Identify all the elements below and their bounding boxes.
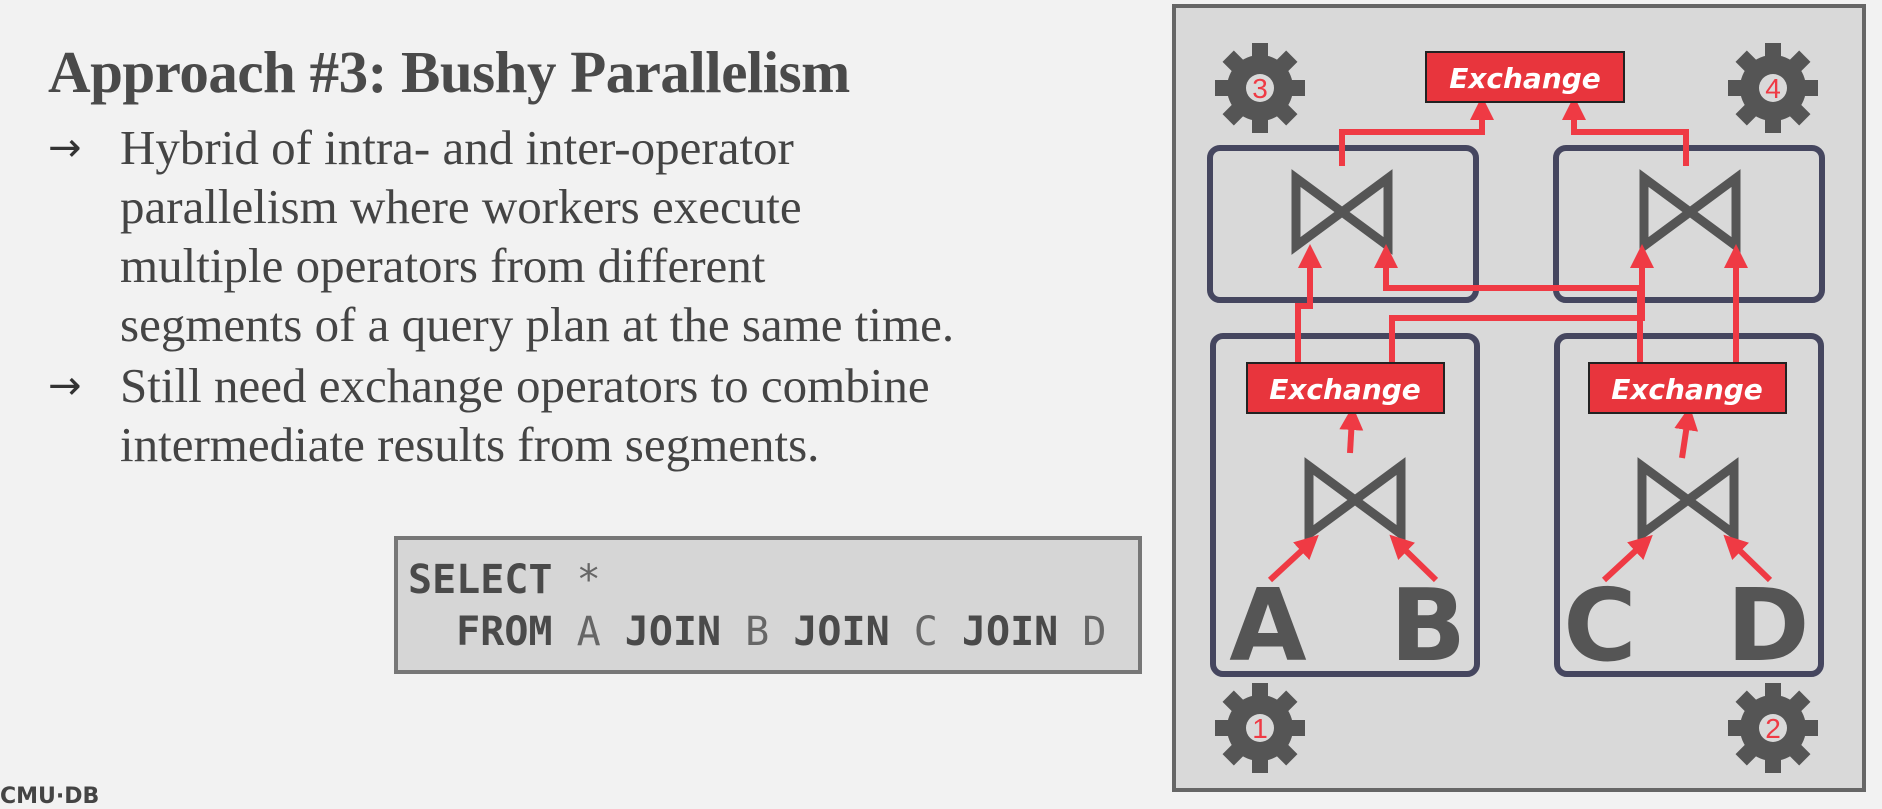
sql-keyword: FROM <box>456 609 553 655</box>
join-icon <box>1296 178 1388 246</box>
bushy-parallelism-diagram: 3 4 1 2 A B C D Exchange Excha <box>1207 43 1825 773</box>
worker-number: 4 <box>1765 73 1781 104</box>
table-label-a: A <box>1229 567 1306 684</box>
sql-table-name: D <box>1058 609 1107 655</box>
worker-box-4 <box>1553 145 1825 303</box>
sql-keyword: SELECT <box>408 557 553 603</box>
bullet-item: → Still need exchange operators to combi… <box>48 356 1048 474</box>
sql-keyword: JOIN <box>624 609 722 655</box>
exchange-operator-left: Exchange <box>1246 362 1445 414</box>
join-icon <box>1642 466 1734 534</box>
bullet-line: intermediate results from segments. <box>120 417 820 472</box>
data-flow-arrows <box>1267 96 1773 583</box>
exchange-label: Exchange <box>1269 373 1421 406</box>
exchange-operator-top: Exchange <box>1425 51 1625 103</box>
worker-number: 1 <box>1252 713 1268 744</box>
join-icon <box>1309 466 1401 534</box>
worker-box-1 <box>1210 333 1480 677</box>
sql-line-from: FROM A JOIN B JOIN C JOIN D <box>408 606 1128 658</box>
sql-table-name: B <box>721 609 794 655</box>
join-icon <box>1644 178 1736 246</box>
bullet-list: → Hybrid of intra- and inter-operator pa… <box>48 118 1048 476</box>
worker-number: 2 <box>1765 713 1781 744</box>
worker-box-3 <box>1207 145 1479 303</box>
sql-query-box: SELECT * FROM A JOIN B JOIN C JOIN D <box>394 536 1142 674</box>
bullet-line: parallelism where workers execute <box>120 179 802 234</box>
sql-star: * <box>552 557 601 603</box>
worker-box-2 <box>1554 333 1824 677</box>
sql-table-name: A <box>552 609 625 655</box>
sql-table-name: C <box>889 609 962 655</box>
sql-line-select: SELECT * <box>408 554 1128 606</box>
slide-title: Approach #3: Bushy Parallelism <box>48 39 850 105</box>
exchange-operator-right: Exchange <box>1588 362 1787 414</box>
bullet-line: segments of a query plan at the same tim… <box>120 297 955 352</box>
table-label-d: D <box>1726 567 1809 684</box>
bullet-arrow-icon: → <box>48 125 82 171</box>
bullet-arrow-icon: → <box>48 363 82 409</box>
table-label-c: C <box>1563 567 1636 684</box>
sql-keyword: JOIN <box>961 609 1059 655</box>
exchange-label: Exchange <box>1449 62 1601 95</box>
sql-keyword: JOIN <box>793 609 890 655</box>
exchange-label: Exchange <box>1611 373 1763 406</box>
worker-number: 3 <box>1252 73 1268 104</box>
bullet-line: Hybrid of intra- and inter-operator <box>120 120 794 175</box>
footer-logo: CMU·DB <box>0 784 100 809</box>
bullet-line: multiple operators from different <box>120 238 766 293</box>
bullet-item: → Hybrid of intra- and inter-operator pa… <box>48 118 1048 354</box>
bullet-line: Still need exchange operators to combine <box>120 358 930 413</box>
table-label-b: B <box>1390 567 1466 684</box>
